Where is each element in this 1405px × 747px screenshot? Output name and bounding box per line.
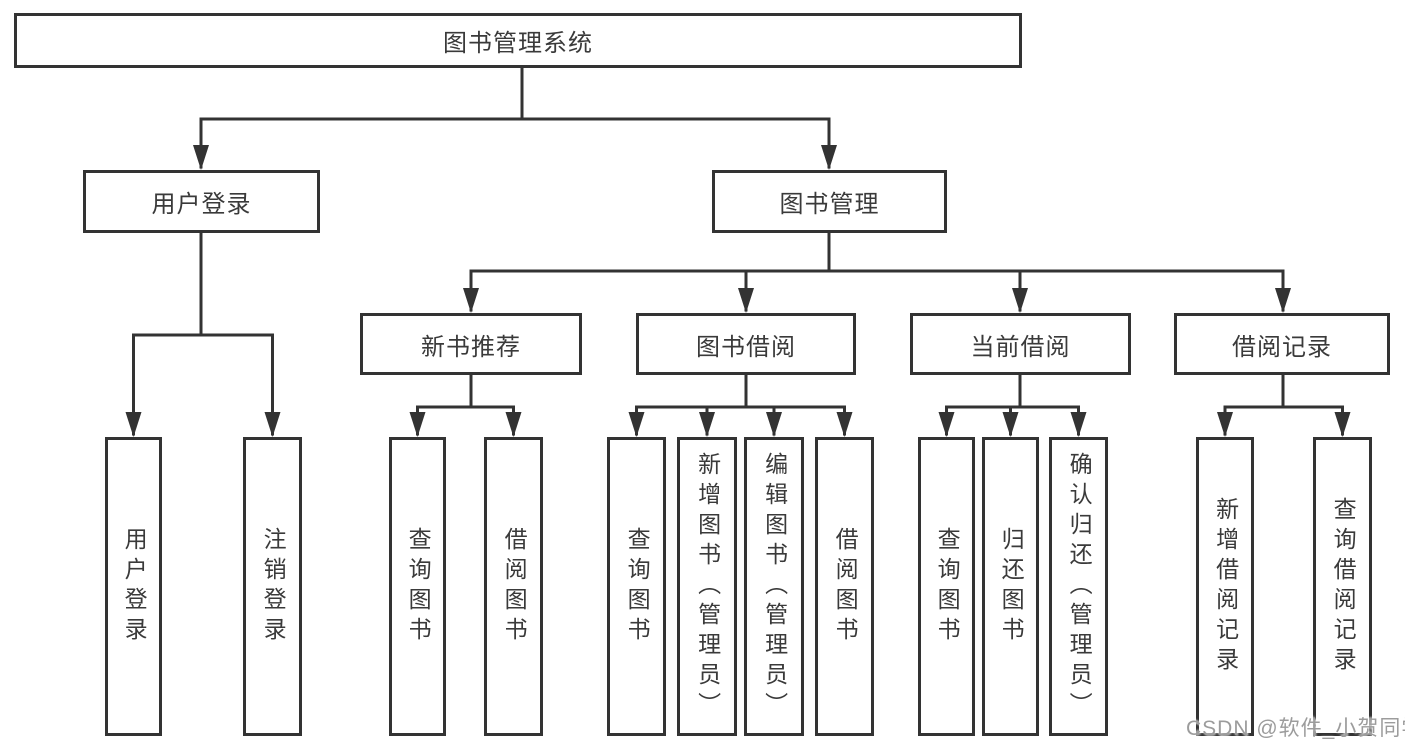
leaf-borrow-books-recommend: 借阅图书 [484, 437, 543, 736]
node-user-login: 用户登录 [83, 170, 320, 233]
arrow-down-icons-new-book [409, 412, 522, 437]
leaf-add-borrow-record: 新增借阅记录 [1196, 437, 1254, 736]
leaf-borrow-books-borrowing: 借阅图书 [815, 437, 874, 736]
node-current-borrowing: 当前借阅 [910, 313, 1131, 375]
connector-root-to-level2 [199, 65, 831, 169]
leaf-query-books-current: 查询图书 [918, 437, 975, 736]
arrow-down-icons-borrowing [628, 412, 853, 437]
node-new-book-recommend: 新书推荐 [360, 313, 582, 375]
arrow-down-icons-level2 [193, 145, 837, 170]
connector-user-login-children [132, 230, 274, 436]
arrow-down-icons-level3 [463, 288, 1291, 313]
leaf-user-login: 用户登录 [105, 437, 162, 736]
node-root: 图书管理系统 [14, 13, 1022, 68]
connector-new-book-children [416, 372, 515, 436]
arrow-down-icons-user-login [125, 412, 281, 437]
leaf-return-book: 归还图书 [982, 437, 1039, 736]
leaf-confirm-return-admin: 确认归还（管理员） [1049, 437, 1108, 736]
leaf-logout-login: 注销登录 [243, 437, 302, 736]
leaf-query-borrow-record: 查询借阅记录 [1313, 437, 1372, 736]
leaf-query-books-recommend: 查询图书 [389, 437, 446, 736]
node-book-borrowing: 图书借阅 [636, 313, 856, 375]
node-borrow-records: 借阅记录 [1174, 313, 1390, 375]
arrow-down-icons-records [1217, 412, 1351, 437]
leaf-edit-book-admin: 编辑图书（管理员） [744, 437, 804, 736]
node-book-management: 图书管理 [712, 170, 947, 233]
connector-records-children [1223, 372, 1344, 436]
leaf-add-book-admin: 新增图书（管理员） [677, 437, 737, 736]
leaf-query-books-borrowing: 查询图书 [607, 437, 666, 736]
connector-book-mgmt-to-level3 [469, 230, 1285, 312]
watermark: CSDN @软件_小贺同学 [1186, 717, 1405, 740]
connector-borrowing-children [635, 372, 846, 436]
arrow-down-icons-current [938, 412, 1087, 437]
